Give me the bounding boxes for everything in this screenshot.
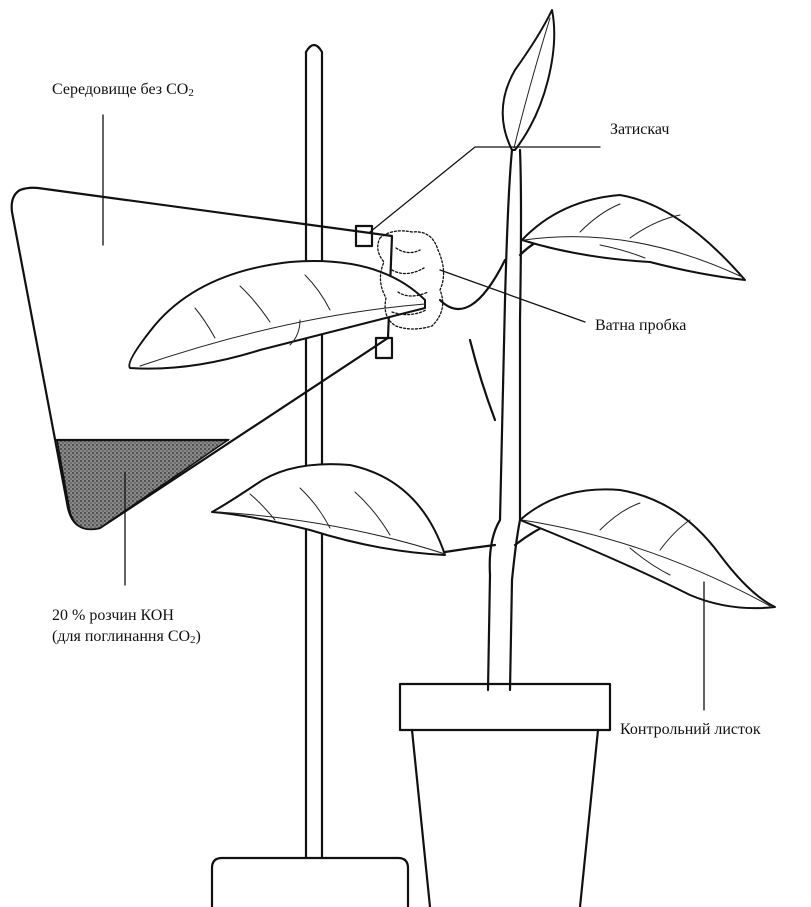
- upper-right-leaf: [522, 195, 745, 280]
- lower-left-leaf: [212, 464, 445, 555]
- experimental-leaf: [129, 261, 425, 369]
- koh-label-line1: 20 % розчин КОН: [52, 606, 174, 625]
- medium-label-text: Середовище без CO: [52, 81, 188, 98]
- control-leaf-drawing: [520, 489, 775, 608]
- medium-label: Середовище без CO2: [52, 80, 194, 99]
- koh-label-line2: (для поглинання CO2): [52, 627, 201, 646]
- flower-pot: [400, 684, 610, 907]
- clamp-label: Затискач: [610, 120, 669, 139]
- control-leaf-label: Контрольний листок: [620, 720, 761, 739]
- stand-rod: [306, 45, 322, 858]
- medium-label-subscript: 2: [188, 87, 194, 99]
- cotton-plug-label: Ватна пробка: [595, 316, 686, 335]
- top-leaf: [503, 10, 555, 150]
- koh-label-line2-end: ): [196, 628, 201, 645]
- koh-label-line2-text: (для поглинання CO: [52, 628, 190, 645]
- stand-base: [212, 858, 408, 907]
- koh-solution: [57, 440, 228, 529]
